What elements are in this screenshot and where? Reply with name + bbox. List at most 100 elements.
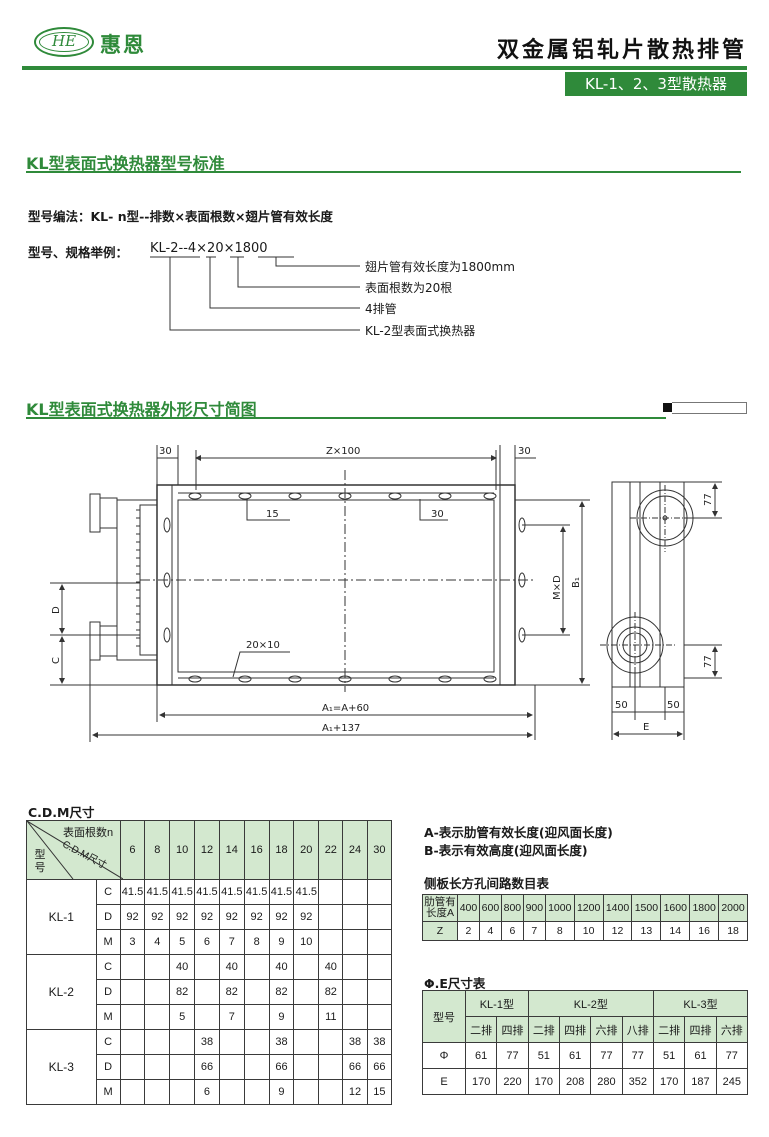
data-cell (119, 954, 146, 980)
z-cell: 6 (500, 921, 524, 941)
data-cell (318, 879, 344, 905)
diagonal-lines (27, 821, 123, 879)
dim-label: E (643, 722, 649, 733)
row-label: C (95, 954, 121, 980)
data-cell: 352 (621, 1068, 654, 1095)
dim-label: 77 (703, 493, 714, 506)
data-cell: 280 (590, 1068, 623, 1095)
data-cell (169, 1029, 196, 1055)
column-header: 16 (243, 820, 270, 880)
subheader-cell: 二排 (464, 1016, 498, 1043)
data-cell: 92 (144, 904, 171, 930)
data-cell (318, 904, 344, 930)
data-cell: 7 (218, 929, 245, 955)
data-cell (194, 954, 220, 980)
row-label: M (95, 929, 121, 955)
dim-label: 50 (667, 700, 680, 711)
dim-label: 30 (431, 509, 444, 520)
data-cell: 92 (218, 904, 245, 930)
data-cell: 245 (715, 1068, 749, 1095)
data-cell: 92 (243, 904, 270, 930)
row-label: M (95, 1004, 121, 1030)
subheader-cell: 四排 (558, 1016, 592, 1043)
data-cell: 77 (621, 1042, 654, 1069)
data-cell: 77 (715, 1042, 749, 1069)
z-cell: 16 (689, 921, 720, 941)
data-cell: 38 (366, 1029, 393, 1055)
group-header: KL-3型 (652, 990, 749, 1017)
data-cell: 41.5 (218, 879, 245, 905)
row-header: Z (422, 921, 458, 941)
data-cell (366, 979, 393, 1005)
data-cell: 82 (218, 979, 245, 1005)
data-cell (243, 1004, 270, 1030)
example-leader-lines (150, 256, 360, 331)
row-label: M (95, 1079, 121, 1105)
data-cell: 41.5 (119, 879, 146, 905)
data-cell (218, 1054, 245, 1080)
data-cell: 41.5 (243, 879, 270, 905)
data-cell (342, 979, 368, 1005)
data-cell: 220 (496, 1068, 529, 1095)
naming-rule: 型号编法：KL- n型--排数×表面根数×翅片管有效长度 (28, 209, 333, 224)
row-label: Φ (422, 1042, 466, 1069)
data-cell: 6 (194, 929, 220, 955)
group-header: KL-1型 (465, 990, 529, 1017)
data-cell: 170 (464, 1068, 498, 1095)
data-cell: 92 (293, 904, 320, 930)
data-cell: 82 (268, 979, 295, 1005)
data-cell: 41.5 (268, 879, 295, 905)
dim-label: B₁ (571, 577, 582, 588)
column-header: 14 (218, 820, 245, 880)
data-cell (342, 929, 368, 955)
data-cell (144, 979, 171, 1005)
data-cell: 41.5 (169, 879, 196, 905)
dim-label: D (51, 606, 62, 614)
row-label: E (422, 1068, 466, 1095)
data-cell: 38 (194, 1029, 220, 1055)
data-cell (169, 1079, 196, 1105)
data-cell (293, 979, 320, 1005)
dim-label: 30 (518, 446, 531, 457)
z-cell: 2 (457, 921, 480, 941)
data-cell: 40 (318, 954, 344, 980)
section-marker (663, 403, 672, 412)
length-cell: 600 (478, 894, 502, 922)
data-cell: 51 (527, 1042, 560, 1069)
row-label: D (95, 904, 121, 930)
z-cell: 13 (631, 921, 662, 941)
brand-name: 惠恩 (100, 33, 146, 57)
z-cell: 10 (573, 921, 604, 941)
data-cell: 5 (169, 1004, 196, 1030)
data-cell: 9 (268, 1079, 295, 1105)
data-cell (194, 979, 220, 1005)
model-cell: KL-1 (26, 879, 97, 955)
data-cell: 170 (652, 1068, 686, 1095)
data-cell (119, 1054, 146, 1080)
column-header: 8 (144, 820, 171, 880)
data-cell: 92 (268, 904, 295, 930)
data-cell (366, 1004, 393, 1030)
subheader-cell: 二排 (652, 1016, 686, 1043)
data-cell: 38 (268, 1029, 295, 1055)
data-cell: 66 (366, 1054, 393, 1080)
side-table-title: 侧板长方孔间路数目表 (424, 876, 550, 891)
data-cell: 41.5 (293, 879, 320, 905)
length-cell: 1500 (631, 894, 662, 922)
legend-a: A-表示肋管有效长度(迎风面长度) (424, 825, 613, 840)
data-cell: 11 (318, 1004, 344, 1030)
data-cell (342, 879, 368, 905)
dim-label: 20×10 (246, 640, 280, 651)
data-cell (144, 1079, 171, 1105)
column-header: 20 (293, 820, 320, 880)
length-cell: 400 (457, 894, 480, 922)
data-cell: 92 (119, 904, 146, 930)
data-cell: 61 (464, 1042, 498, 1069)
